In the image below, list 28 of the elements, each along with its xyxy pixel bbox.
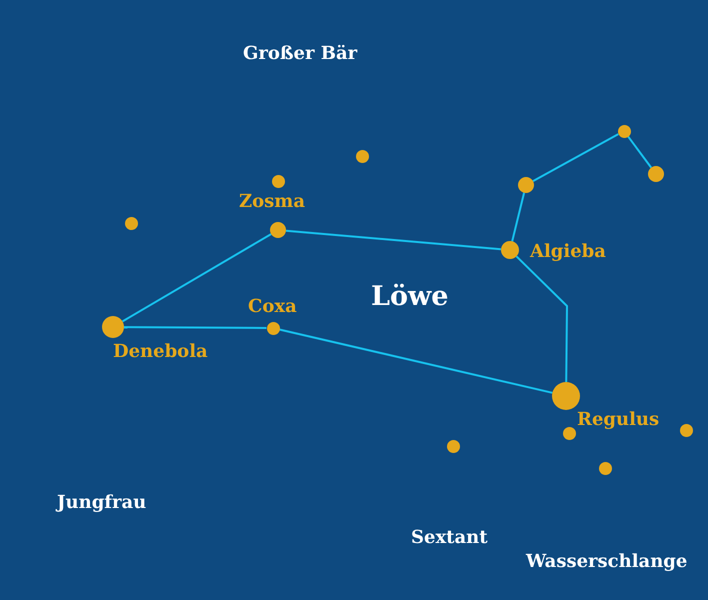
constellation-name: Jungfrau	[57, 494, 146, 512]
star-dot	[598, 462, 612, 474]
star-dot	[618, 124, 630, 138]
star-dot	[648, 166, 664, 182]
constellation-line	[511, 192, 526, 242]
star-dot	[124, 216, 138, 230]
star-dot	[518, 177, 534, 193]
star-name: Zosma	[239, 193, 305, 211]
constellation-line	[279, 328, 553, 394]
star-dot	[272, 174, 284, 188]
star-name: Regulus	[577, 411, 660, 429]
constellation-line	[516, 256, 568, 382]
star-dot	[562, 426, 576, 440]
star-name: Coxa	[248, 298, 297, 316]
constellation-line	[627, 136, 652, 168]
constellation-name: Großer Bär	[243, 45, 358, 63]
constellation-line	[124, 326, 266, 329]
star-name: Denebola	[113, 343, 208, 361]
star-dot	[446, 440, 460, 452]
constellation-line	[122, 233, 272, 322]
constellation-line	[532, 133, 619, 182]
constellation-line	[286, 230, 502, 250]
constellation-name: Löwe	[371, 283, 448, 310]
star-dot	[680, 424, 692, 436]
star-dot	[356, 150, 368, 162]
constellation-name: Sextant	[411, 529, 488, 547]
constellation-name: Wasserschlange	[526, 553, 688, 571]
star-name: Algieba	[530, 243, 606, 261]
